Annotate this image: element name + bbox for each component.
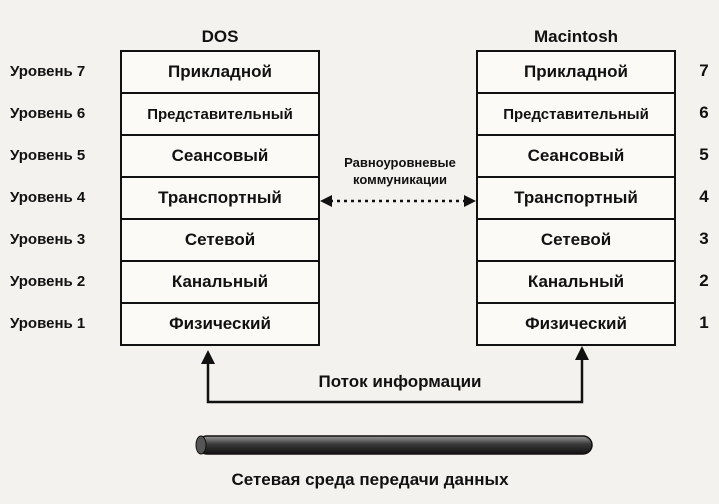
peer-communication-line2: коммуникации (353, 172, 447, 187)
peer-communication-arrow (320, 195, 476, 207)
level-number-3: 3 (699, 229, 709, 248)
dos-layer-presentation: Представительный (122, 92, 318, 134)
level-label-7: Уровень 7 (10, 62, 86, 80)
level-label-2: Уровень 2 (10, 272, 86, 290)
arrow-left-icon (320, 195, 332, 207)
dos-layer-session: Сеансовый (122, 134, 318, 176)
mac-layer-session: Сеансовый (478, 134, 674, 176)
transmission-medium-cable (195, 435, 593, 455)
level-label-5: Уровень 5 (10, 146, 86, 164)
level-label-6: Уровень 6 (10, 104, 86, 122)
dos-layer-transport: Транспортный (122, 176, 318, 218)
level-labels: Уровень 7 Уровень 6 Уровень 5 Уровень 4 … (10, 50, 118, 344)
level-number-5: 5 (699, 145, 709, 164)
arrow-up-icon (201, 350, 215, 364)
level-number-7: 7 (699, 61, 709, 80)
dos-layer-network: Сетевой (122, 218, 318, 260)
dos-layer-datalink: Канальный (122, 260, 318, 302)
arrow-right-icon (464, 195, 476, 207)
arrow-up-icon (575, 346, 589, 360)
level-number-1: 1 (699, 313, 709, 332)
macintosh-osi-stack: Прикладной Представительный Сеансовый Тр… (476, 50, 676, 346)
level-number-2: 2 (699, 271, 709, 290)
mac-layer-physical: Физический (478, 302, 674, 344)
information-flow-label: Поток информации (290, 372, 510, 392)
peer-communication-line1: Равноуровневые (344, 155, 456, 170)
level-label-1: Уровень 1 (10, 314, 86, 332)
dos-layer-physical: Физический (122, 302, 318, 344)
transmission-medium-label: Сетевая среда передачи данных (231, 470, 509, 489)
level-label-4: Уровень 4 (10, 188, 86, 206)
mac-layer-application: Прикладной (524, 62, 628, 81)
mac-layer-presentation: Представительный (478, 92, 674, 134)
macintosh-stack-title: Macintosh (533, 27, 619, 46)
dos-layer-application: Прикладной (168, 62, 272, 81)
mac-layer-network: Сетевой (478, 218, 674, 260)
mac-layer-transport: Транспортный (478, 176, 674, 218)
dos-osi-stack: Прикладной Представительный Сеансовый Тр… (120, 50, 320, 346)
level-number-6: 6 (699, 103, 709, 122)
level-numbers: 7 6 5 4 3 2 1 (692, 50, 716, 344)
level-number-4: 4 (699, 187, 709, 206)
peer-communication-label: Равноуровневые коммуникации (320, 154, 480, 188)
information-flow-arrow (201, 346, 589, 404)
dos-stack-title: DOS (201, 27, 239, 46)
level-label-3: Уровень 3 (10, 230, 86, 248)
mac-layer-datalink: Канальный (478, 260, 674, 302)
